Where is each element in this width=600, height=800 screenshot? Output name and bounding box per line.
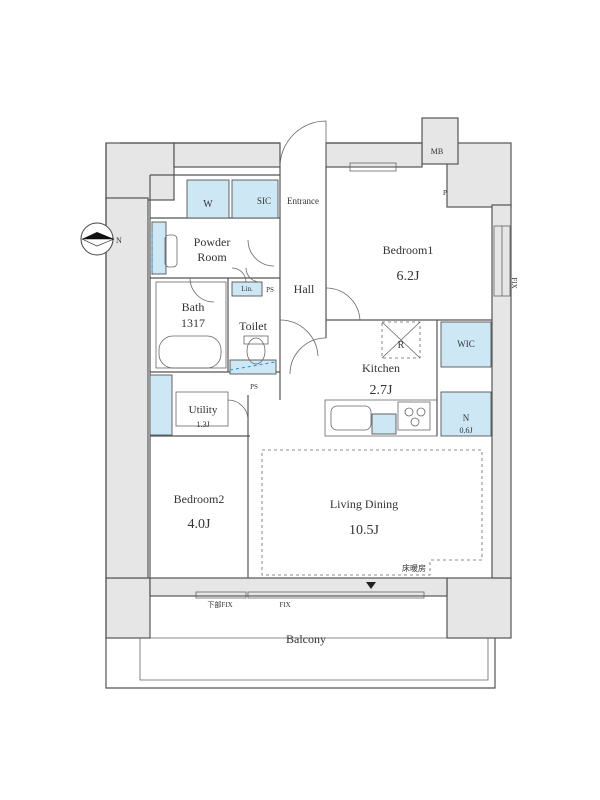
basin [164, 234, 178, 268]
lower-fix-label: 下部FIX [207, 600, 232, 609]
bath-name: Bath [182, 300, 205, 314]
kitchen-size: 2.7J [370, 383, 394, 398]
bathtub [158, 335, 222, 369]
floor-heating-zone [261, 449, 483, 576]
kitchen-name: Kitchen [362, 361, 400, 375]
compass-label: N [116, 236, 122, 245]
doors [189, 120, 361, 421]
exterior-walls [105, 117, 512, 689]
fix-right-label: FIX [510, 277, 518, 288]
linen-storage [231, 281, 263, 297]
stove-burner-1 [404, 407, 414, 417]
stove-burner-2 [416, 407, 426, 417]
ps-label-upper: PS [266, 286, 274, 294]
balcony-name: Balcony [286, 632, 326, 646]
powder-room-line2: Room [197, 250, 227, 264]
entry-marker [366, 582, 376, 589]
stove-burner-3 [410, 417, 420, 427]
storage-areas [149, 179, 492, 437]
n-label: N [463, 413, 470, 423]
sic-label: SIC [257, 196, 271, 206]
mb-label: MB [431, 147, 443, 156]
windows [195, 162, 511, 599]
n-size-label: 0.6J [459, 426, 472, 435]
toilet-name: Toilet [239, 319, 267, 333]
powder-room-line1: Powder [194, 235, 231, 249]
r-label: R [398, 340, 405, 351]
toilet-tank [243, 335, 269, 345]
powder-storage [151, 221, 167, 275]
toilet-bowl [246, 337, 266, 365]
floor-heating-label: 床暖房 [402, 563, 426, 573]
utility-storage [149, 374, 173, 436]
ps-label-lower: PS [250, 383, 258, 391]
w-storage [186, 179, 230, 219]
utility-name: Utility [189, 404, 218, 416]
utility-size: 1.3J [196, 420, 209, 429]
bath-area [155, 281, 227, 369]
fixtures [151, 232, 483, 576]
living-dining-size: 10.5J [349, 523, 380, 538]
compass [80, 222, 115, 256]
toilet-storage [229, 359, 277, 375]
sic-storage [231, 179, 279, 219]
lin-label: Lin. [241, 285, 253, 293]
w-label: W [203, 199, 213, 210]
entrance-name: Entrance [287, 196, 319, 206]
p-label: P [443, 189, 447, 197]
kitchen-storage [371, 413, 397, 435]
living-dining-name: Living Dining [330, 497, 398, 511]
washer [175, 391, 229, 427]
wic-storage [440, 321, 492, 368]
hall-name: Hall [294, 282, 315, 296]
bedroom2-name: Bedroom2 [174, 492, 225, 506]
n-storage [440, 391, 492, 437]
fix-bottom-label: FIX [279, 601, 290, 609]
bedroom1-size: 6.2J [397, 269, 421, 284]
bath-size: 1317 [181, 316, 205, 330]
bedroom2-size: 4.0J [188, 517, 212, 532]
bedroom1-name: Bedroom1 [383, 243, 434, 257]
wic-label: WIC [457, 339, 475, 349]
refrigerator-space [381, 321, 421, 359]
